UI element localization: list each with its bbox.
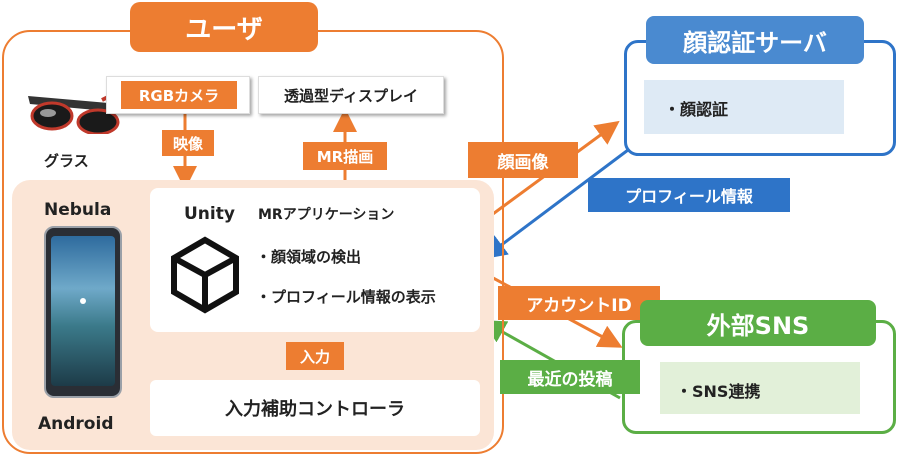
sns-item-box xyxy=(660,362,860,414)
sns-item: ・SNS連携 xyxy=(676,382,761,401)
phone-image xyxy=(44,226,122,398)
mr-render-flow-label: MR描画 xyxy=(303,142,387,170)
rgb-camera-box: RGBカメラ xyxy=(106,76,250,114)
account-id-flow-label: アカウントID xyxy=(498,286,660,320)
input-flow-label: 入力 xyxy=(286,342,344,370)
arrow-profile-info xyxy=(482,148,629,260)
display-box: 透過型ディスプレイ xyxy=(258,76,444,114)
sns-title: 外部SNS xyxy=(640,300,876,346)
feature-profile-display: ・プロフィール情報の表示 xyxy=(256,288,436,306)
image-flow-label: 映像 xyxy=(162,130,214,156)
glasses-label: グラス xyxy=(44,152,89,170)
face-server-item: ・顔認証 xyxy=(664,100,729,119)
rgb-camera-label: RGBカメラ xyxy=(121,81,237,109)
feature-face-detection: ・顔領域の検出 xyxy=(256,248,362,266)
recent-posts-flow-label: 最近の投稿 xyxy=(500,360,640,394)
face-image-flow-label: 顔画像 xyxy=(468,142,578,178)
face-server-item-box xyxy=(644,80,844,134)
unity-label: Unity xyxy=(184,204,235,224)
profile-info-flow-label: プロフィール情報 xyxy=(588,178,790,212)
unity-logo-icon xyxy=(170,236,240,314)
mr-app-name: MRアプリケーション xyxy=(258,207,395,223)
face-server-title: 顔認証サーバ xyxy=(646,16,864,64)
device-bottom-label: Android xyxy=(38,414,114,434)
user-title: ユーザ xyxy=(130,2,318,52)
controller-box: 入力補助コントローラ xyxy=(150,380,480,436)
device-top-label: Nebula xyxy=(44,200,112,220)
